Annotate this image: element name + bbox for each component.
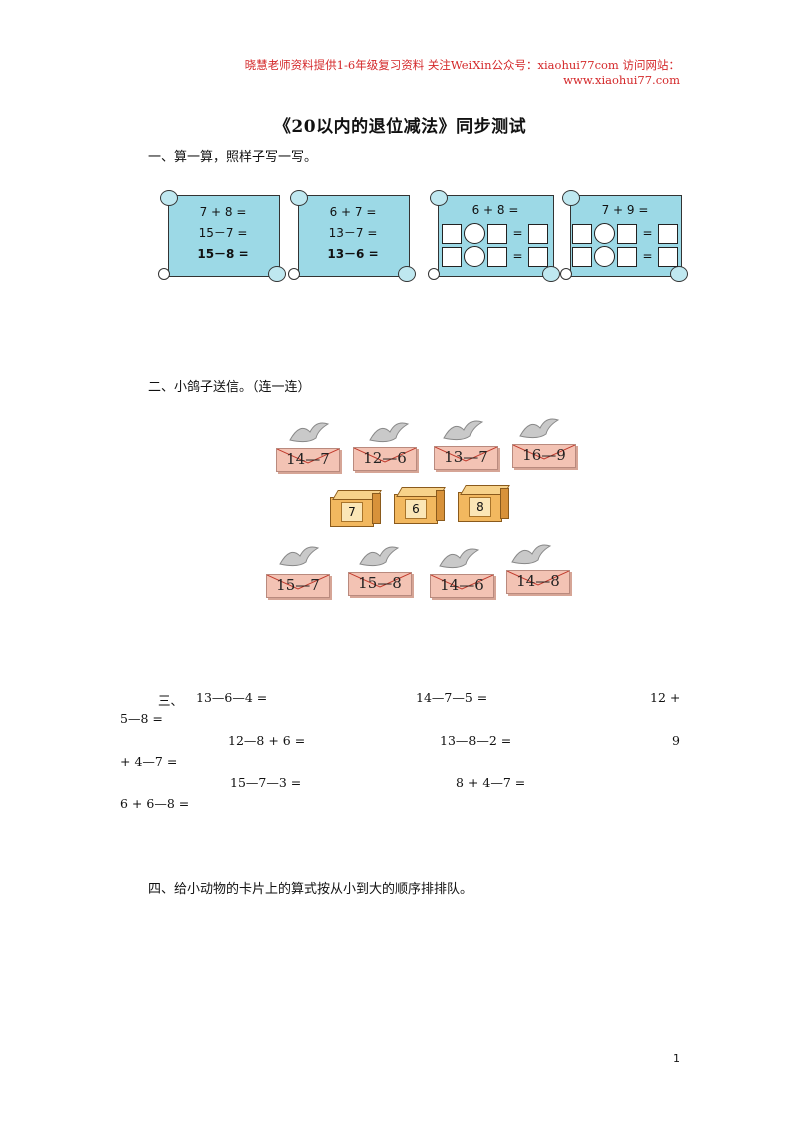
envelope-label: 15—8 xyxy=(358,574,402,592)
equals-sign: = xyxy=(642,226,653,240)
envelope-label: 13—7 xyxy=(444,448,488,466)
card4-line-1: 7 + 9 = xyxy=(601,203,649,217)
envelope-label: 16—9 xyxy=(522,446,566,464)
envelope-bottom-1[interactable]: 15—7 xyxy=(266,574,330,598)
expr-4: 12—8 + 6 = xyxy=(228,733,306,748)
expr-3-end: 5—8 = xyxy=(120,711,163,726)
card3-line-1: 6 + 8 = xyxy=(471,203,519,217)
card2-line-3: 13－6 = xyxy=(327,247,379,261)
section3-label: 三、 xyxy=(158,693,184,708)
box-number: 7 xyxy=(341,502,363,522)
box-number: 6 xyxy=(405,499,427,519)
card1-line-3: 15－8 = xyxy=(197,247,249,261)
equals-sign: = xyxy=(512,249,523,263)
expr-2: 14—7—5 = xyxy=(416,690,488,705)
envelope-top-2[interactable]: 12—6 xyxy=(353,447,417,471)
operator-circle[interactable] xyxy=(594,246,616,267)
expr-1: 13—6—4 = xyxy=(196,690,268,705)
answer-box-7[interactable]: 7 xyxy=(330,490,382,527)
section1-heading: 一、算一算，照样子写一写。 xyxy=(148,150,318,165)
envelope-bottom-3[interactable]: 14—6 xyxy=(430,574,494,598)
answer-box[interactable] xyxy=(527,246,548,267)
envelope-bottom-4[interactable]: 14—8 xyxy=(506,570,570,594)
answer-box[interactable] xyxy=(487,246,508,267)
card2-line-1: 6 + 7 = xyxy=(329,205,377,219)
page-title: 《20以内的退位减法》同步测试 xyxy=(273,117,527,137)
dove-icon xyxy=(359,546,400,567)
answer-box[interactable] xyxy=(442,246,463,267)
envelope-top-4[interactable]: 16—9 xyxy=(512,444,576,468)
scroll-card-2: 6 + 7 = 13－7 = 13－6 = xyxy=(288,190,416,282)
header-line-2: www.xiaohui77.com xyxy=(563,73,680,87)
operator-circle[interactable] xyxy=(464,246,486,267)
expr-7: 15—7—3 = xyxy=(230,775,302,790)
expr-9: 6 + 6—8 = xyxy=(120,796,190,811)
envelope-label: 15—7 xyxy=(276,576,320,594)
envelope-top-3[interactable]: 13—7 xyxy=(434,446,498,470)
operator-circle[interactable] xyxy=(464,223,486,244)
section2-heading: 二、小鸽子送信。（连一连） xyxy=(148,380,311,395)
expr-6-start: 9 xyxy=(672,733,680,748)
answer-box[interactable] xyxy=(657,223,678,244)
dove-icon xyxy=(369,422,410,443)
dove-icon xyxy=(289,422,330,443)
answer-box[interactable] xyxy=(657,246,678,267)
scroll-card-3: 6 + 8 = = = xyxy=(428,190,560,282)
answer-box[interactable] xyxy=(617,223,638,244)
envelope-label: 12—6 xyxy=(363,449,407,467)
operator-circle[interactable] xyxy=(594,223,616,244)
dove-icon xyxy=(439,548,480,569)
page-header: 晓慧老师资料提供1-6年级复习资料 关注WeiXin公众号：xiaohui77c… xyxy=(160,58,680,88)
envelope-label: 14—6 xyxy=(440,576,484,594)
equals-sign: = xyxy=(642,249,653,263)
answer-box[interactable] xyxy=(572,246,593,267)
envelope-bottom-2[interactable]: 15—8 xyxy=(348,572,412,596)
answer-box[interactable] xyxy=(572,223,593,244)
card1-line-1: 7 + 8 = xyxy=(199,205,247,219)
answer-box-8[interactable]: 8 xyxy=(458,485,510,522)
answer-box-6[interactable]: 6 xyxy=(394,487,446,524)
dove-icon xyxy=(279,546,320,567)
equals-sign: = xyxy=(512,226,523,240)
expr-6-end: + 4—7 = xyxy=(120,754,178,769)
dove-icon xyxy=(519,418,560,439)
answer-box[interactable] xyxy=(617,246,638,267)
card2-line-2: 13－7 = xyxy=(328,226,378,240)
answer-box[interactable] xyxy=(487,223,508,244)
box-number: 8 xyxy=(469,497,491,517)
page-number: 1 xyxy=(673,1052,680,1065)
expr-8: 8 + 4—7 = xyxy=(456,775,526,790)
card1-line-2: 15－7 = xyxy=(198,226,248,240)
answer-box[interactable] xyxy=(442,223,463,244)
envelope-label: 14—8 xyxy=(516,572,560,590)
section4-heading: 四、给小动物的卡片上的算式按从小到大的顺序排排队。 xyxy=(148,882,474,897)
expr-3-start: 12 + xyxy=(650,690,681,705)
dove-icon xyxy=(443,420,484,441)
expr-5: 13—8—2 = xyxy=(440,733,512,748)
answer-box[interactable] xyxy=(527,223,548,244)
dove-icon xyxy=(511,544,552,565)
envelope-top-1[interactable]: 14—7 xyxy=(276,448,340,472)
header-line-1: 晓慧老师资料提供1-6年级复习资料 关注WeiXin公众号：xiaohui77c… xyxy=(244,58,680,72)
envelope-label: 14—7 xyxy=(286,450,330,468)
scroll-card-4: 7 + 9 = = = xyxy=(560,190,688,282)
scroll-card-1: 7 + 8 = 15－7 = 15－8 = xyxy=(158,190,286,282)
